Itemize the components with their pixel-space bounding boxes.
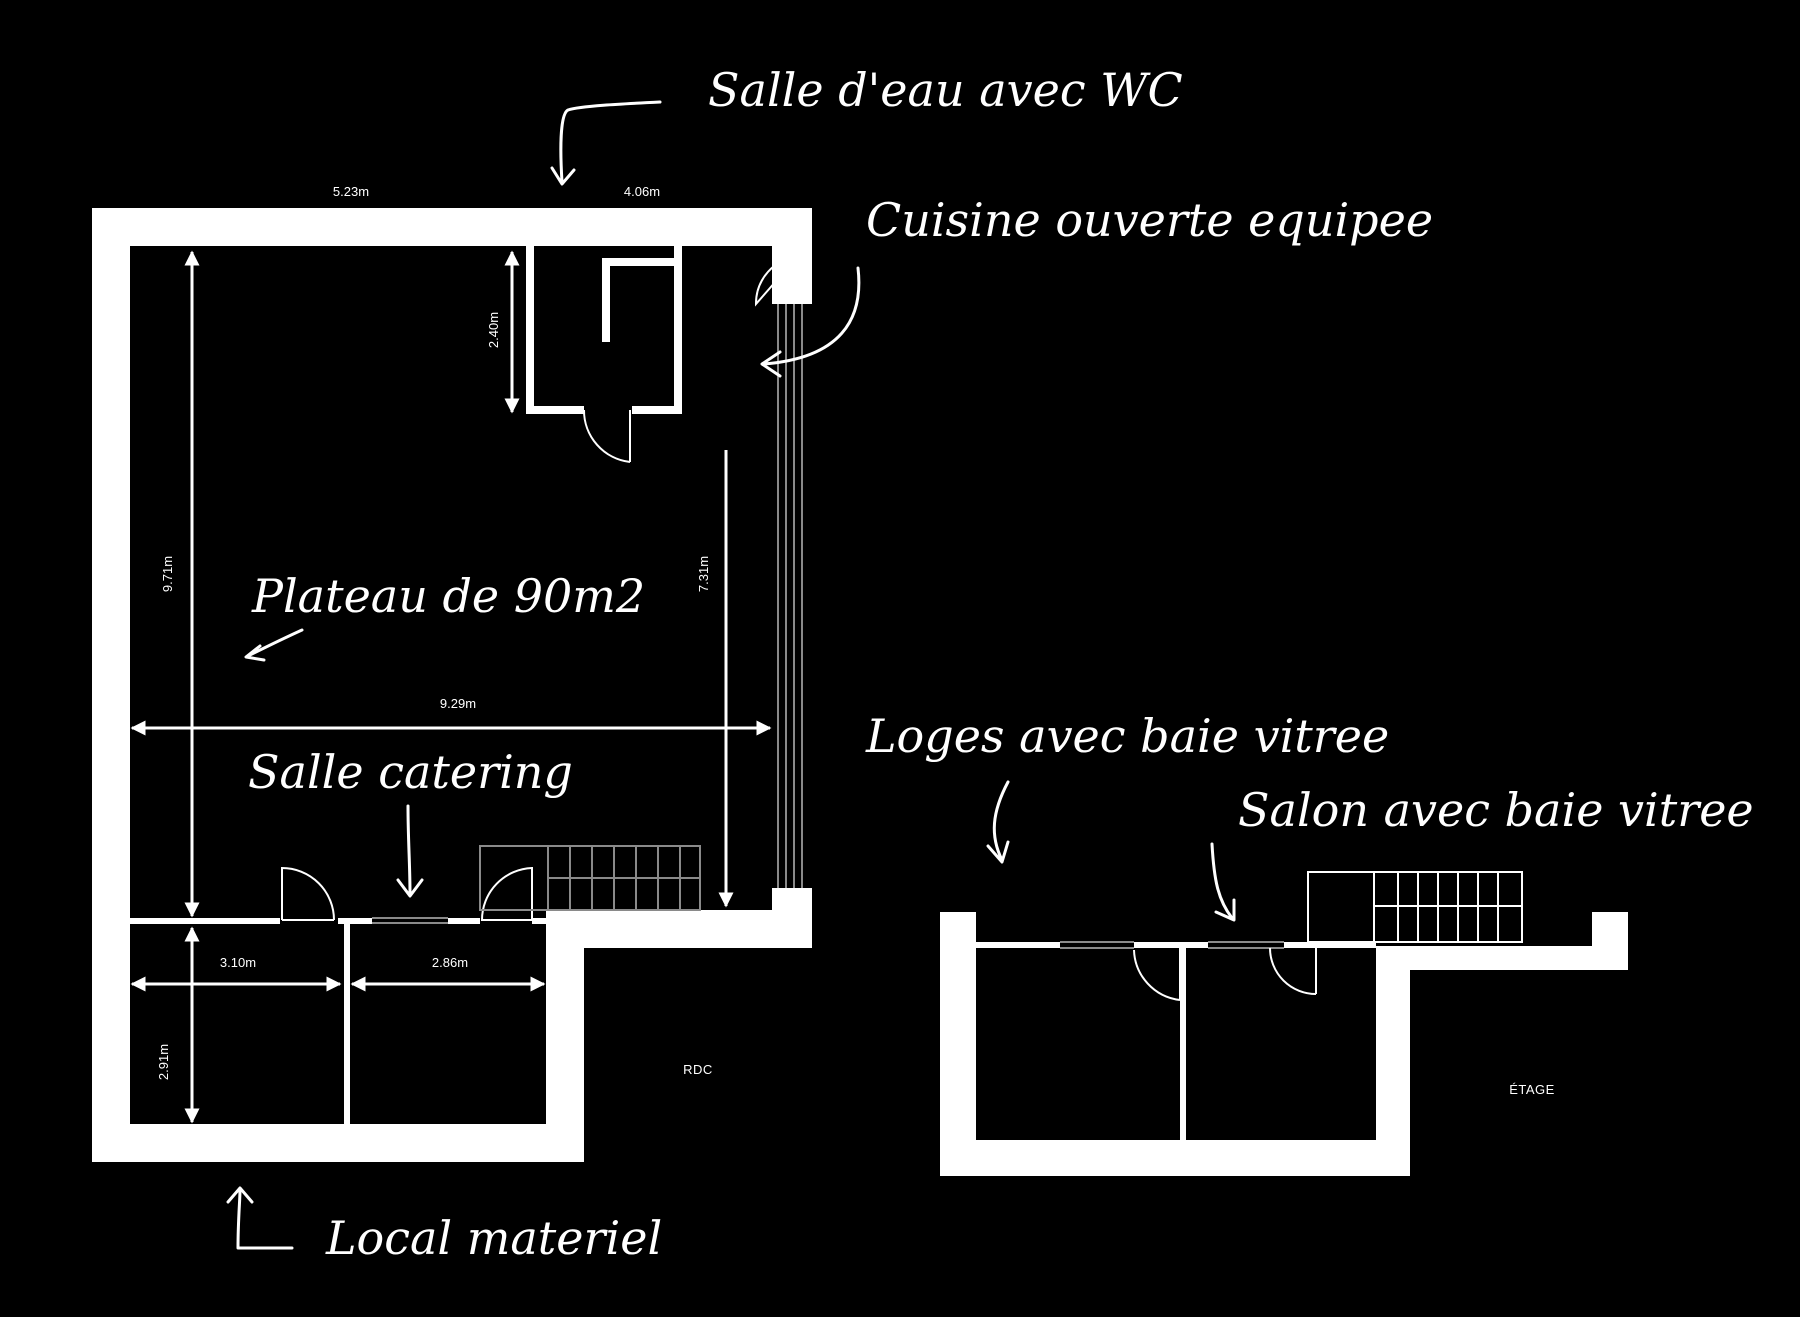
upper-divider-wall bbox=[1180, 948, 1186, 1140]
bathroom-partition-top bbox=[602, 258, 674, 266]
upper-floor-plan: ÉTAGE bbox=[940, 871, 1628, 1176]
arrow-catering bbox=[396, 804, 424, 898]
bathroom-door-icon bbox=[582, 409, 631, 463]
upper-door-icon-2 bbox=[1269, 947, 1317, 995]
room-door-icon-1 bbox=[281, 866, 335, 921]
loges-bay-gap bbox=[1060, 938, 1134, 952]
dim-top-left: 5.23m bbox=[333, 184, 369, 199]
bathroom-partition bbox=[602, 258, 610, 342]
arrow-plateau bbox=[244, 628, 304, 662]
glazed-wall bbox=[777, 304, 803, 888]
ground-floor-plan: 5.23m 4.06m 2.40m 9.71m 7.31m 9.29m 3.10… bbox=[92, 184, 812, 1162]
annotation-cuisine: Cuisine ouverte equipee bbox=[866, 193, 1433, 247]
loges-bay-window bbox=[1060, 941, 1134, 949]
annotation-loges: Loges avec baie vitree bbox=[865, 709, 1389, 763]
bathroom-door-opening bbox=[584, 406, 632, 414]
annotation-plateau: Plateau de 90m2 bbox=[251, 569, 645, 623]
arrow-salon bbox=[1210, 842, 1236, 922]
arrow-cuisine bbox=[760, 266, 861, 378]
room-door-icon-2 bbox=[480, 866, 533, 921]
window-gap bbox=[372, 915, 448, 927]
dim-top-right: 4.06m bbox=[624, 184, 660, 199]
kitchen-grid bbox=[479, 845, 701, 911]
upper-door-icon-1 bbox=[1133, 948, 1181, 1001]
floor-label-upper: ÉTAGE bbox=[1509, 1082, 1555, 1097]
dim-right-height: 7.31m bbox=[696, 556, 711, 592]
dim-room-a-width: 3.10m bbox=[220, 955, 256, 970]
arrow-salle-eau bbox=[550, 100, 662, 186]
annotation-salon: Salon avec baie vitree bbox=[1238, 783, 1754, 837]
dim-width: 9.29m bbox=[440, 696, 476, 711]
ground-floor-walls bbox=[92, 208, 812, 1162]
dimension-lines bbox=[128, 218, 774, 1124]
upper-grid bbox=[1307, 871, 1523, 943]
arrow-local bbox=[226, 1186, 294, 1250]
annotation-salle-eau: Salle d'eau avec WC bbox=[708, 63, 1183, 117]
dim-room-b-width: 2.86m bbox=[432, 955, 468, 970]
salon-bay-gap bbox=[1208, 938, 1284, 952]
annotation-local: Local materiel bbox=[325, 1211, 662, 1265]
upper-floor-walls bbox=[940, 912, 1628, 1176]
annotation-arrows bbox=[226, 100, 1236, 1250]
dim-room-a-height: 2.91m bbox=[156, 1044, 171, 1080]
salon-bay-window bbox=[1208, 941, 1284, 949]
catering-partition-wall bbox=[130, 918, 550, 924]
room-divider-wall bbox=[344, 918, 350, 1124]
floor-label-ground: RDC bbox=[683, 1062, 713, 1077]
dim-bathroom-height: 2.40m bbox=[486, 312, 501, 348]
annotation-catering: Salle catering bbox=[248, 745, 573, 799]
partition-window bbox=[372, 917, 448, 924]
dim-left-height: 9.71m bbox=[160, 556, 175, 592]
arrow-loges bbox=[986, 780, 1010, 864]
